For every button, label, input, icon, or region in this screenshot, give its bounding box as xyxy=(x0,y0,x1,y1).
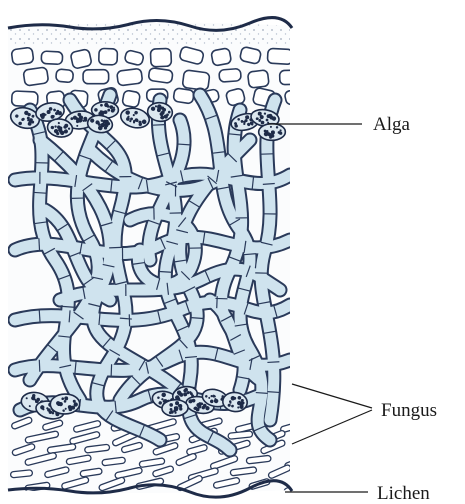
alga-cell xyxy=(162,399,189,416)
cortex-cell xyxy=(219,69,241,83)
label-lichen: Lichen xyxy=(377,483,430,504)
cortex-cell xyxy=(148,68,173,84)
alga-cell xyxy=(50,394,80,415)
hypha-septum xyxy=(152,125,164,126)
cortex-cell xyxy=(182,70,210,91)
cortex-cell xyxy=(267,48,293,64)
alga-cell xyxy=(259,124,286,141)
lower-cell xyxy=(10,470,32,478)
hypha-septum xyxy=(178,144,190,145)
cortex-cell xyxy=(150,48,171,67)
cortex-cell xyxy=(23,67,49,86)
fungus-pointer-upper xyxy=(292,384,372,408)
cortex-cell xyxy=(173,88,194,104)
cortex-cell xyxy=(122,90,141,108)
label-fungus: Fungus xyxy=(381,400,437,421)
hypha-septum xyxy=(34,192,46,193)
hypha-septum xyxy=(39,310,40,322)
cortex-cell xyxy=(99,48,118,65)
hypha-septum xyxy=(159,271,171,272)
cortex-cell xyxy=(280,70,296,85)
cortex-cell xyxy=(247,70,269,88)
cortex-cell xyxy=(70,49,92,69)
hypha-septum xyxy=(109,247,121,248)
hypha-septum xyxy=(39,360,40,372)
cortex-cell xyxy=(56,69,74,83)
hypha-septum xyxy=(256,393,268,394)
label-alga: Alga xyxy=(373,114,411,135)
fungus-pointer-lower xyxy=(292,410,372,444)
hypha-septum xyxy=(39,238,40,250)
hypha-septum xyxy=(267,362,279,363)
cortex-cell xyxy=(117,68,143,86)
cortex-cell xyxy=(83,70,109,84)
hypha-septum xyxy=(267,392,279,393)
cortex-cell xyxy=(41,51,63,64)
cortex-cell xyxy=(211,48,232,66)
cortex-cell xyxy=(11,47,34,65)
